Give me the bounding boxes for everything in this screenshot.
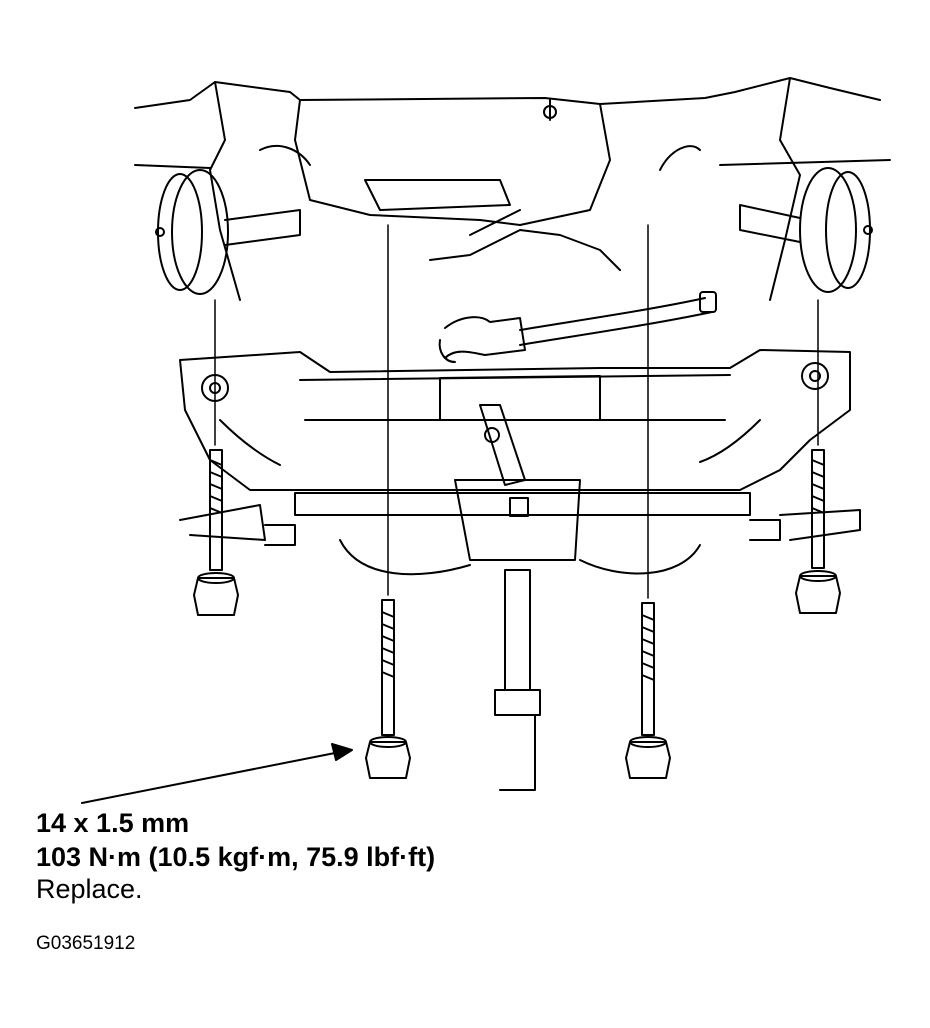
figure-id: G03651912 [36,933,136,954]
left-wheel-hub [155,169,301,295]
right-wheel-hub [739,167,873,293]
front-subframe [179,349,851,491]
bolt-right-inner [625,224,671,779]
engine-bay-outline [134,77,891,301]
vacuum-hose [438,291,717,363]
steering-rack-crossbar [179,479,861,576]
callout-leader-arrow [81,743,353,804]
bolt-right-outer [795,299,841,614]
torque-spec-label: 103 N·m (10.5 kgf·m, 75.9 lbf·ft) [36,842,436,872]
center-support-beam [494,569,541,791]
bolt-size-label: 14 x 1.5 mm [36,808,190,838]
bolt-left-outer [193,299,239,616]
bolt-left-inner [365,224,411,779]
replace-note: Replace. [36,874,143,904]
